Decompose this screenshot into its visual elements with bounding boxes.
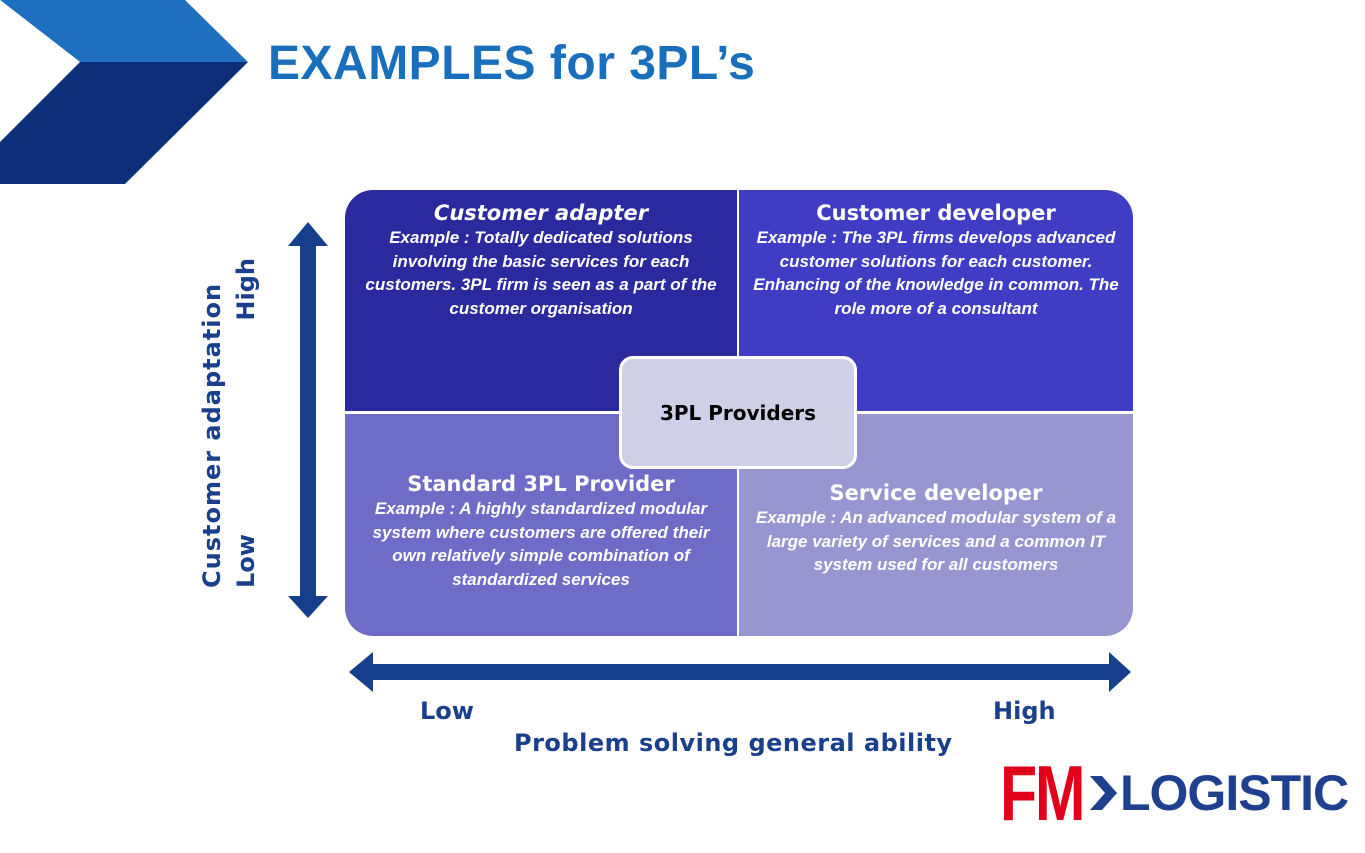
y-axis-high-label: High	[232, 258, 260, 321]
center-label: 3PL Providers	[659, 400, 817, 425]
quadrant-heading: Customer adapter	[433, 201, 649, 225]
x-axis-low-label: Low	[420, 697, 474, 725]
y-axis-title: Customer adaptation	[198, 282, 226, 588]
vertical-axis-arrow	[288, 222, 328, 618]
fm-logistic-logo: FM LOGISTIC	[1000, 749, 1349, 837]
corner-chevron-decoration	[0, 0, 248, 184]
center-label-box: 3PL Providers	[619, 356, 857, 469]
y-axis-low-label: Low	[232, 534, 260, 588]
quadrant-description: Example : An advanced modular system of …	[755, 508, 1117, 574]
quadrant-service-developer: Service developer Example : An advanced …	[739, 414, 1133, 636]
horizontal-axis-arrow	[349, 652, 1131, 692]
quadrant-description: Example : A highly standardized modular …	[372, 499, 710, 589]
x-axis-title: Problem solving general ability	[514, 729, 953, 757]
quadrant-description: Example : Totally dedicated solutions in…	[365, 228, 717, 318]
chevron-right-icon	[1090, 776, 1117, 810]
quadrant-description: Example : The 3PL firms develops advance…	[753, 228, 1119, 318]
logo-brand: FM	[1000, 749, 1085, 837]
logo-wordmark: LOGISTIC	[1120, 765, 1349, 821]
page-title: EXAMPLES for 3PL’s	[268, 37, 756, 90]
quadrant-heading: Service developer	[829, 481, 1043, 505]
quadrant-heading: Standard 3PL Provider	[407, 472, 675, 496]
quadrant-heading: Customer developer	[816, 201, 1056, 225]
y-axis-labels: Customer adaptation Low High	[198, 258, 270, 588]
quadrant-customer-developer: Customer developer Example : The 3PL fir…	[739, 190, 1133, 411]
x-axis-high-label: High	[993, 697, 1056, 725]
